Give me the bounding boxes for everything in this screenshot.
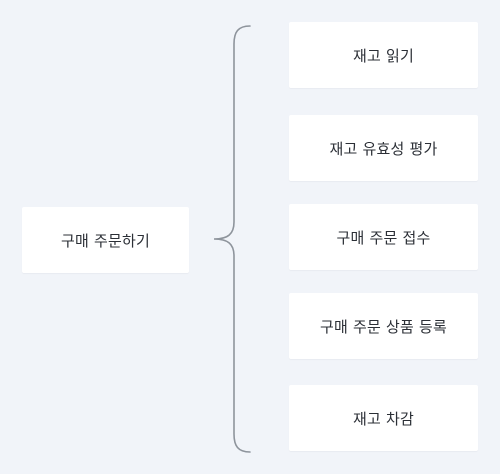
child-node-label: 구매 주문 상품 등록 — [320, 317, 447, 336]
child-node-label: 구매 주문 접수 — [336, 228, 431, 247]
child-node-validate-inventory[interactable]: 재고 유효성 평가 — [289, 115, 478, 181]
root-node[interactable]: 구매 주문하기 — [22, 207, 189, 273]
curly-brace-path — [213, 25, 251, 453]
root-node-label: 구매 주문하기 — [61, 231, 150, 250]
child-node-label: 재고 유효성 평가 — [329, 139, 438, 158]
child-node-register-order-items[interactable]: 구매 주문 상품 등록 — [289, 293, 478, 359]
child-node-label: 재고 차감 — [353, 409, 414, 428]
child-node-read-inventory[interactable]: 재고 읽기 — [289, 22, 478, 88]
child-node-deduct-inventory[interactable]: 재고 차감 — [289, 385, 478, 451]
child-node-label: 재고 읽기 — [353, 46, 414, 65]
child-node-receive-order[interactable]: 구매 주문 접수 — [289, 204, 478, 270]
